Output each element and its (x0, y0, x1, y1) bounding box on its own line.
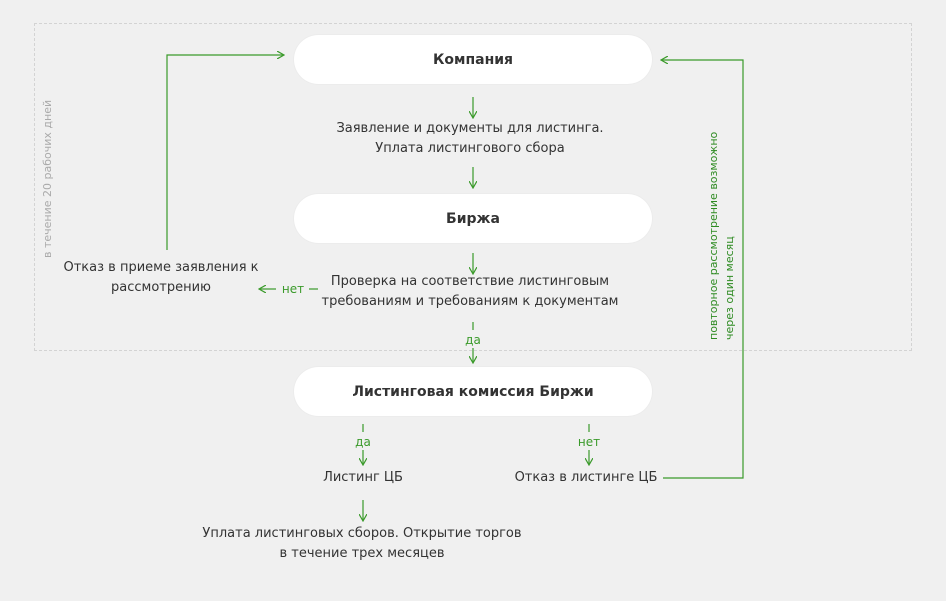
retry-note: повторное рассмотрение возможно через од… (706, 132, 738, 340)
yes-label-commission: да (355, 435, 371, 449)
commission-node: Листинговая комиссия Биржи (294, 367, 652, 416)
no-label-check: нет (281, 282, 305, 296)
payment-step: Уплата листинговых сборов. Открытие торг… (196, 524, 528, 564)
application-step-line1: Заявление и документы для листинга. (336, 121, 604, 136)
exchange-node: Биржа (294, 194, 652, 243)
yes-label-check: да (465, 333, 481, 347)
listing-step: Листинг ЦБ (303, 468, 423, 488)
reject-application-step: Отказ в приеме заявления к рассмотрению (56, 258, 266, 298)
no-label-commission: нет (577, 435, 601, 449)
payment-step-line1: Уплата листинговых сборов. Открытие торг… (202, 526, 522, 541)
check-step-line2: требованиям и требованиям к документам (321, 294, 619, 309)
period-note: в течение 20 рабочих дней (40, 100, 56, 258)
application-step: Заявление и документы для листинга. Упла… (320, 119, 620, 159)
arrow-listing-reject-to-company (662, 60, 744, 479)
listing-reject-label: Отказ в листинге ЦБ (514, 470, 658, 485)
exchange-node-label: Биржа (446, 210, 500, 227)
listing-reject-step: Отказ в листинге ЦБ (505, 468, 667, 488)
retry-note-line2: через один месяц (723, 236, 736, 340)
company-node: Компания (294, 35, 652, 84)
period-note-text: в течение 20 рабочих дней (41, 99, 54, 258)
listing-step-label: Листинг ЦБ (323, 470, 403, 485)
check-step: Проверка на соответствие листинговым тре… (320, 272, 620, 312)
reject-application-line1: Отказ в приеме заявления к (63, 260, 259, 275)
retry-note-line1: повторное рассмотрение возможно (707, 131, 720, 340)
company-node-label: Компания (432, 51, 514, 68)
check-step-line1: Проверка на соответствие листинговым (330, 274, 610, 289)
payment-step-line2: в течение трех месяцев (279, 546, 445, 561)
commission-node-label: Листинговая комиссия Биржи (352, 383, 594, 400)
reject-application-line2: рассмотрению (111, 280, 211, 295)
arrow-reject-to-company (166, 55, 283, 250)
application-step-line2: Уплата листингового сбора (375, 141, 565, 156)
